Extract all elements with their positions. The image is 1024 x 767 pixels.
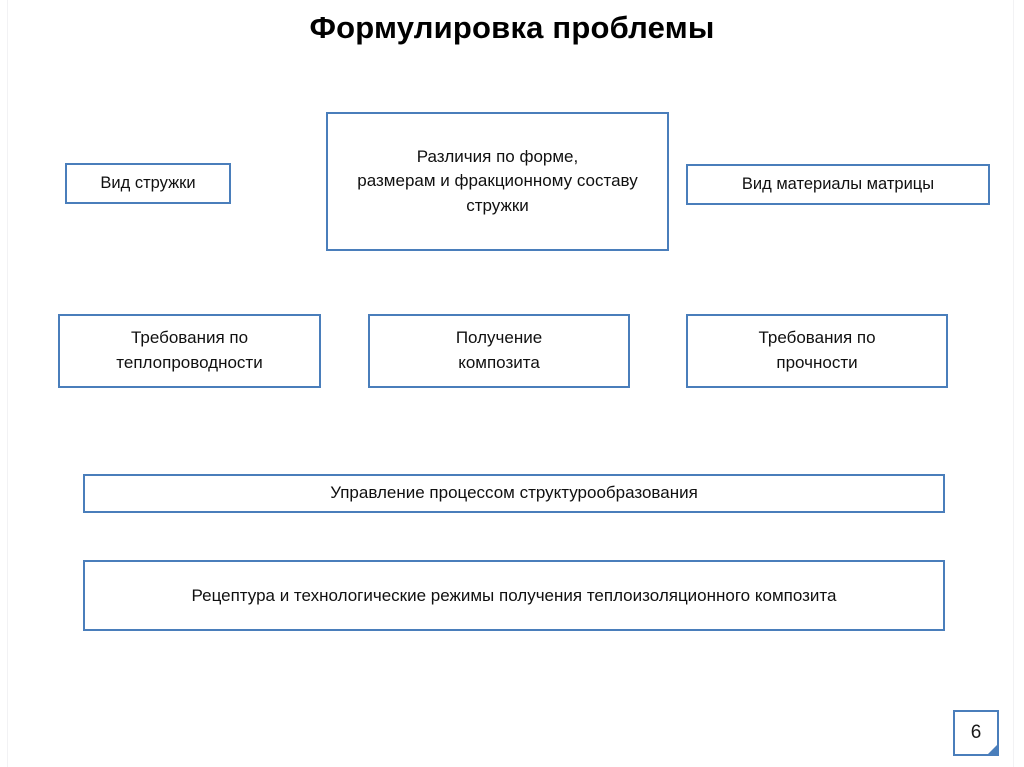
folded-corner-icon	[987, 744, 998, 755]
node-chip-type: Вид стружки	[65, 163, 231, 204]
node-composite-production: Получение композита	[368, 314, 630, 388]
node-formulation-and-regimes: Рецептура и технологические режимы получ…	[83, 560, 945, 631]
node-thermal-conductivity-requirements: Требования по теплопроводности	[58, 314, 321, 388]
page-number-badge: 6	[953, 710, 999, 756]
page-title: Формулировка проблемы	[309, 10, 715, 45]
node-matrix-material-type: Вид материалы матрицы	[686, 164, 990, 205]
node-strength-requirements: Требования по прочности	[686, 314, 948, 388]
page-edge-guide-right	[1013, 0, 1014, 767]
node-chip-differences: Различия по форме, размерам и фракционно…	[326, 112, 669, 251]
page-number-value: 6	[970, 722, 982, 743]
page-edge-guide-left	[7, 0, 8, 767]
node-structure-formation-control: Управление процессом структурообразовани…	[83, 474, 945, 513]
